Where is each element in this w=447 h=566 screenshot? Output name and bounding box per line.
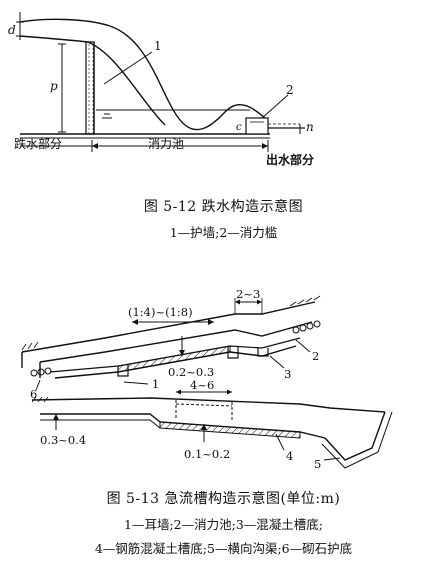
figure-5-13-legend-line-1: 1—耳墙;2—消力池;3—混凝土槽底;	[124, 517, 323, 532]
label-n2: 2	[312, 349, 319, 363]
figure-5-12-legend: 1—护墙;2—消力槛	[169, 225, 278, 240]
energy-dissipation-sill	[245, 117, 269, 135]
label-basin-section: 消力池	[148, 137, 184, 151]
figure-5-13-legend-line-2: 4—钢筋混凝土槽底;5—横向沟渠;6—砌石护底	[94, 541, 353, 556]
label-n5: 5	[314, 457, 321, 471]
figure-5-13-lower-drawing	[31, 389, 393, 469]
label-num-2: 2	[286, 83, 294, 97]
reinforced-concrete-base	[159, 421, 301, 439]
label-n1: 1	[152, 377, 159, 391]
chute-upper-inner	[39, 321, 313, 363]
stone-lining-left	[30, 367, 52, 377]
label-thick3: 0.1~0.2	[184, 447, 230, 461]
upstream-bed	[19, 35, 89, 43]
label-thick1: 0.2~0.3	[168, 365, 214, 379]
figure-5-12-labels: d p n c 1 2	[8, 23, 314, 134]
label-thick2: 0.3~0.4	[40, 433, 86, 447]
label-num-1: 1	[154, 39, 162, 53]
label-p: p	[50, 79, 58, 93]
label-n3: 3	[284, 367, 291, 381]
label-outlet-section: 出水部分	[266, 152, 314, 167]
label-len: 4~6	[190, 378, 214, 392]
label-c: c	[236, 122, 242, 133]
label-top-dim: 2~3	[236, 287, 260, 301]
figure-5-13-labels: (1:4)~(1:8) 2~3 0.2~0.3 4~6 0.3~0.4 0.1~…	[30, 287, 321, 471]
chute-lower-top	[31, 397, 386, 413]
figure-5-13-upper-drawing	[21, 295, 321, 391]
label-inlet-section: 跌水部分	[14, 136, 62, 151]
figure-5-13-caption: 图 5-13 急流槽构造示意图(单位:m)	[106, 491, 341, 507]
protective-wall	[85, 41, 95, 135]
figure-5-12-zone-labels: 跌水部分 消力池 出水部分	[14, 136, 314, 167]
upstream-water-surface	[19, 18, 111, 27]
falling-nappe-upper	[109, 25, 266, 131]
label-d: d	[8, 23, 16, 37]
label-n: n	[306, 120, 314, 134]
stone-lining-right	[292, 320, 321, 334]
falling-nappe-lower	[87, 41, 166, 126]
label-n6: 6	[30, 387, 37, 401]
figure-5-12-drawing	[16, 12, 305, 152]
label-n4: 4	[286, 449, 293, 463]
label-slope: (1:4)~(1:8)	[128, 305, 193, 319]
figure-5-12-caption: 图 5-12 跌水构造示意图	[143, 199, 304, 215]
